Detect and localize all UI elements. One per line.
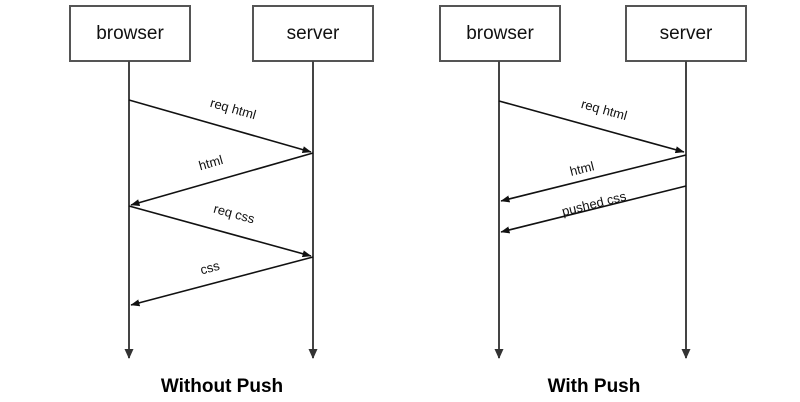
message-label: html bbox=[568, 158, 596, 179]
diagram-without-push: browser server req html html bbox=[69, 5, 374, 397]
caption-without-push: Without Push bbox=[161, 376, 283, 397]
message-req-css-left: req css bbox=[128, 201, 312, 258]
participant-server-left: server bbox=[252, 5, 374, 359]
message-arrow bbox=[130, 256, 314, 307]
message-label: req css bbox=[212, 201, 257, 227]
message-req-html-right: req html bbox=[498, 96, 685, 154]
participant-label: server bbox=[287, 23, 340, 44]
message-arrow bbox=[130, 152, 314, 207]
message-arrow bbox=[128, 99, 312, 154]
participant-server-right: server bbox=[625, 5, 747, 359]
message-label: css bbox=[199, 258, 222, 278]
participant-label: browser bbox=[96, 23, 164, 44]
message-label: req html bbox=[209, 95, 258, 122]
message-arrow bbox=[128, 205, 312, 258]
message-label: req html bbox=[580, 96, 629, 123]
message-html-right: html bbox=[500, 154, 687, 203]
message-pushed-css-right: pushed css bbox=[500, 185, 687, 234]
caption-with-push: With Push bbox=[548, 376, 641, 397]
message-label: html bbox=[197, 152, 225, 173]
message-html-left: html bbox=[130, 152, 314, 207]
participant-box bbox=[439, 5, 561, 62]
participant-browser-left: browser bbox=[69, 5, 191, 359]
message-arrow bbox=[500, 154, 687, 203]
message-label: pushed css bbox=[560, 188, 628, 219]
diagram-with-push: browser server req html html bbox=[439, 5, 747, 397]
participant-label: server bbox=[660, 23, 713, 44]
participant-box bbox=[69, 5, 191, 62]
participant-label: browser bbox=[466, 23, 534, 44]
message-req-html-left: req html bbox=[128, 95, 312, 154]
participant-box bbox=[252, 5, 374, 62]
participant-browser-right: browser bbox=[439, 5, 561, 359]
message-arrow bbox=[500, 185, 687, 234]
message-arrow bbox=[498, 100, 685, 154]
message-css-left: css bbox=[130, 256, 314, 307]
